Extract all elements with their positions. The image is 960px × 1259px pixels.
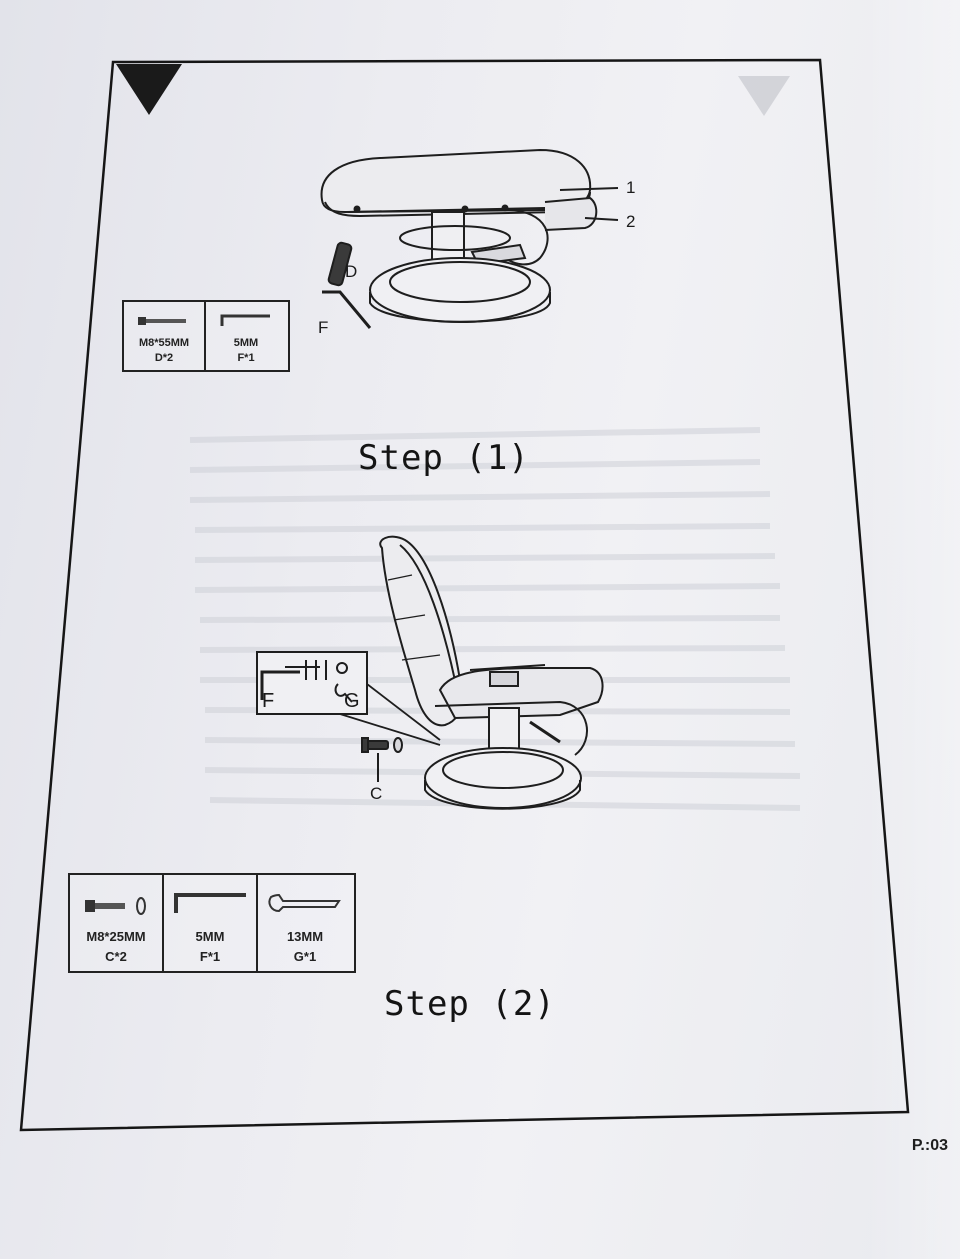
bolt-washer-icon bbox=[85, 897, 146, 915]
part-qty: D*2 bbox=[154, 352, 174, 364]
part-spec: 5MM bbox=[195, 929, 225, 944]
bolt-icon bbox=[138, 317, 186, 325]
callout-f: F bbox=[318, 318, 329, 337]
step2-parts-table: M8*25MM C*2 5MM F*1 13MM G*1 bbox=[68, 873, 356, 973]
page-number: P.:03 bbox=[911, 1137, 948, 1154]
callout-g: G bbox=[344, 690, 360, 712]
corner-triangle-icon bbox=[116, 64, 182, 115]
callout-1: 1 bbox=[626, 178, 636, 197]
recliner-illustration bbox=[256, 535, 604, 810]
part-qty: F*1 bbox=[199, 949, 221, 964]
callout-c: C bbox=[370, 784, 383, 803]
part-qty: G*1 bbox=[293, 949, 317, 964]
step2-part-allen-key: 5MM F*1 bbox=[164, 875, 258, 971]
part-qty: F*1 bbox=[237, 352, 255, 364]
callout-d: D bbox=[345, 262, 358, 281]
part-spec: 13MM bbox=[286, 929, 324, 944]
part-qty: C*2 bbox=[105, 949, 127, 964]
step1-part-bolt: M8*55MM D*2 bbox=[124, 302, 206, 370]
part-spec: 5MM bbox=[233, 337, 259, 349]
part-spec: M8*55MM bbox=[138, 337, 190, 349]
page-frame bbox=[19, 58, 910, 1132]
show-through-triangle-icon bbox=[738, 76, 790, 116]
callout-f-step2: F bbox=[262, 690, 275, 712]
step1-parts-table: M8*55MM D*2 5MM F*1 bbox=[122, 300, 290, 372]
allen-key-icon bbox=[220, 314, 270, 326]
step2-part-bolt: M8*25MM C*2 bbox=[70, 875, 164, 971]
paper-fold-shadow bbox=[865, 0, 960, 1259]
step2-title: Step (2) bbox=[384, 984, 556, 1024]
step1-title: Step (1) bbox=[358, 438, 530, 478]
ottoman-illustration bbox=[320, 148, 619, 329]
callout-2: 2 bbox=[626, 212, 636, 231]
part-spec: M8*25MM bbox=[86, 929, 146, 944]
step2-part-wrench: 13MM G*1 bbox=[258, 875, 352, 971]
step1-part-allen-key: 5MM F*1 bbox=[206, 302, 286, 370]
allen-key-icon bbox=[174, 893, 246, 913]
wrench-icon bbox=[268, 893, 341, 913]
